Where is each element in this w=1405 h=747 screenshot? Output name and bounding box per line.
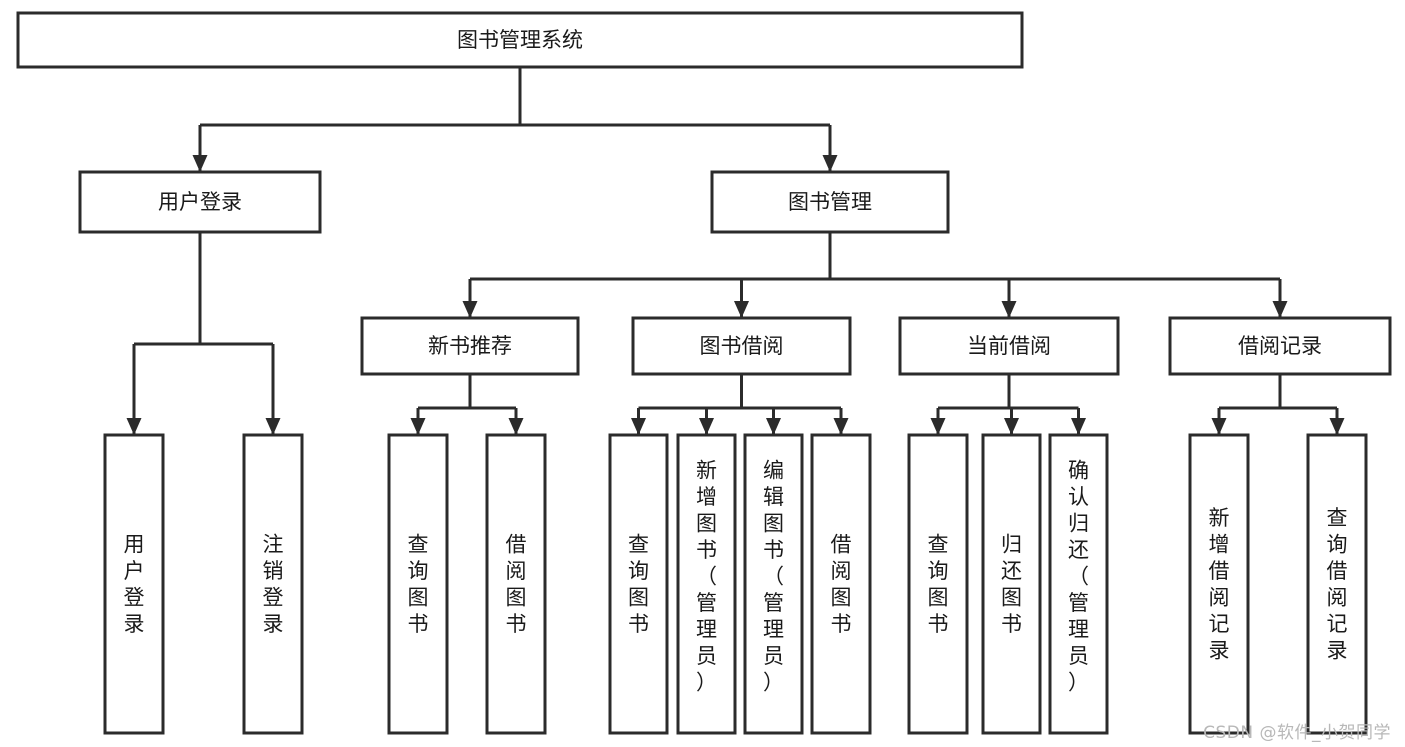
node-label: 借阅图书 — [831, 533, 852, 637]
edge-layer — [126, 67, 1345, 435]
arrow-head — [631, 418, 646, 435]
node-leaf-edit-book[interactable]: 编辑图书（管理员） — [743, 433, 804, 735]
arrow-head — [462, 301, 478, 318]
arrow-head — [1272, 301, 1288, 318]
node-label: 新增图书（管理员） — [696, 459, 717, 695]
node-box[interactable] — [485, 433, 547, 735]
node-label: 借阅图书 — [506, 533, 527, 637]
arrow-head — [766, 418, 781, 435]
node-leaf-borrow-book-2[interactable]: 借阅图书 — [810, 433, 872, 735]
node-label: 查询图书 — [928, 533, 949, 637]
node-box[interactable] — [16, 11, 1024, 69]
arrow-head — [1211, 418, 1227, 435]
node-leaf-query-book-3[interactable]: 查询图书 — [907, 433, 969, 735]
node-label: 新增借阅记录 — [1209, 506, 1230, 663]
arrow-head — [1004, 418, 1019, 435]
node-new-book-rec[interactable]: 新书推荐 — [360, 316, 580, 376]
node-leaf-confirm-return[interactable]: 确认归还（管理员） — [1048, 433, 1109, 735]
node-box[interactable] — [907, 433, 969, 735]
node-label: 新书推荐 — [428, 334, 512, 358]
node-leaf-borrow-book-1[interactable]: 借阅图书 — [485, 433, 547, 735]
node-box[interactable] — [710, 170, 950, 234]
node-box[interactable] — [608, 433, 669, 735]
node-label: 确认归还（管理员） — [1068, 459, 1089, 695]
node-leaf-return-book[interactable]: 归还图书 — [981, 433, 1042, 735]
node-box[interactable] — [242, 433, 304, 735]
node-leaf-user-login[interactable]: 用户登录 — [103, 433, 165, 735]
node-label: 查询借阅记录 — [1327, 506, 1348, 663]
node-box[interactable] — [103, 433, 165, 735]
node-leaf-add-book[interactable]: 新增图书（管理员） — [676, 433, 737, 735]
node-leaf-query-book-2[interactable]: 查询图书 — [608, 433, 669, 735]
arrow-head — [1001, 301, 1017, 318]
node-label: 当前借阅 — [967, 334, 1051, 358]
arrow-head — [930, 418, 946, 435]
arrow-head — [126, 418, 142, 435]
node-label: 用户登录 — [124, 533, 145, 637]
node-box[interactable] — [387, 433, 449, 735]
node-label: 查询图书 — [628, 533, 649, 637]
arrow-head — [833, 418, 849, 435]
node-label: 归还图书 — [1001, 533, 1022, 637]
node-book-borrow[interactable]: 图书借阅 — [631, 316, 852, 376]
node-label: 编辑图书（管理员） — [763, 459, 784, 695]
node-box[interactable] — [360, 316, 580, 376]
node-label: 查询图书 — [408, 533, 429, 637]
node-leaf-add-record[interactable]: 新增借阅记录 — [1188, 433, 1250, 735]
node-borrow-record[interactable]: 借阅记录 — [1168, 316, 1392, 376]
arrow-head — [265, 418, 281, 435]
node-label: 图书管理系统 — [457, 28, 583, 52]
node-book-manage[interactable]: 图书管理 — [710, 170, 950, 234]
arrow-head — [1329, 418, 1345, 435]
node-box[interactable] — [676, 433, 737, 735]
node-box[interactable] — [631, 316, 852, 376]
node-leaf-query-book-1[interactable]: 查询图书 — [387, 433, 449, 735]
node-box[interactable] — [1168, 316, 1392, 376]
arrow-head — [1071, 418, 1086, 435]
arrow-head — [192, 155, 208, 172]
node-box[interactable] — [981, 433, 1042, 735]
node-root[interactable]: 图书管理系统 — [16, 11, 1024, 69]
node-box[interactable] — [1048, 433, 1109, 735]
node-label: 注销登录 — [263, 533, 284, 637]
node-box[interactable] — [1306, 433, 1368, 735]
node-box[interactable] — [78, 170, 322, 234]
node-user-login[interactable]: 用户登录 — [78, 170, 322, 234]
node-label: 图书管理 — [788, 190, 872, 214]
node-box[interactable] — [1188, 433, 1250, 735]
node-leaf-user-logout[interactable]: 注销登录 — [242, 433, 304, 735]
arrow-head — [699, 418, 714, 435]
node-label: 用户登录 — [158, 190, 242, 214]
arrow-head — [508, 418, 524, 435]
arrow-head — [410, 418, 426, 435]
node-box[interactable] — [743, 433, 804, 735]
node-current-borrow[interactable]: 当前借阅 — [898, 316, 1120, 376]
node-box[interactable] — [810, 433, 872, 735]
arrow-head — [734, 301, 749, 318]
node-leaf-query-record[interactable]: 查询借阅记录 — [1306, 433, 1368, 735]
node-box[interactable] — [898, 316, 1120, 376]
arrow-head — [822, 155, 838, 172]
node-label: 借阅记录 — [1238, 334, 1322, 358]
node-layer: 图书管理系统用户登录图书管理新书推荐图书借阅当前借阅借阅记录用户登录注销登录查询… — [16, 11, 1392, 735]
node-label: 图书借阅 — [700, 334, 784, 358]
